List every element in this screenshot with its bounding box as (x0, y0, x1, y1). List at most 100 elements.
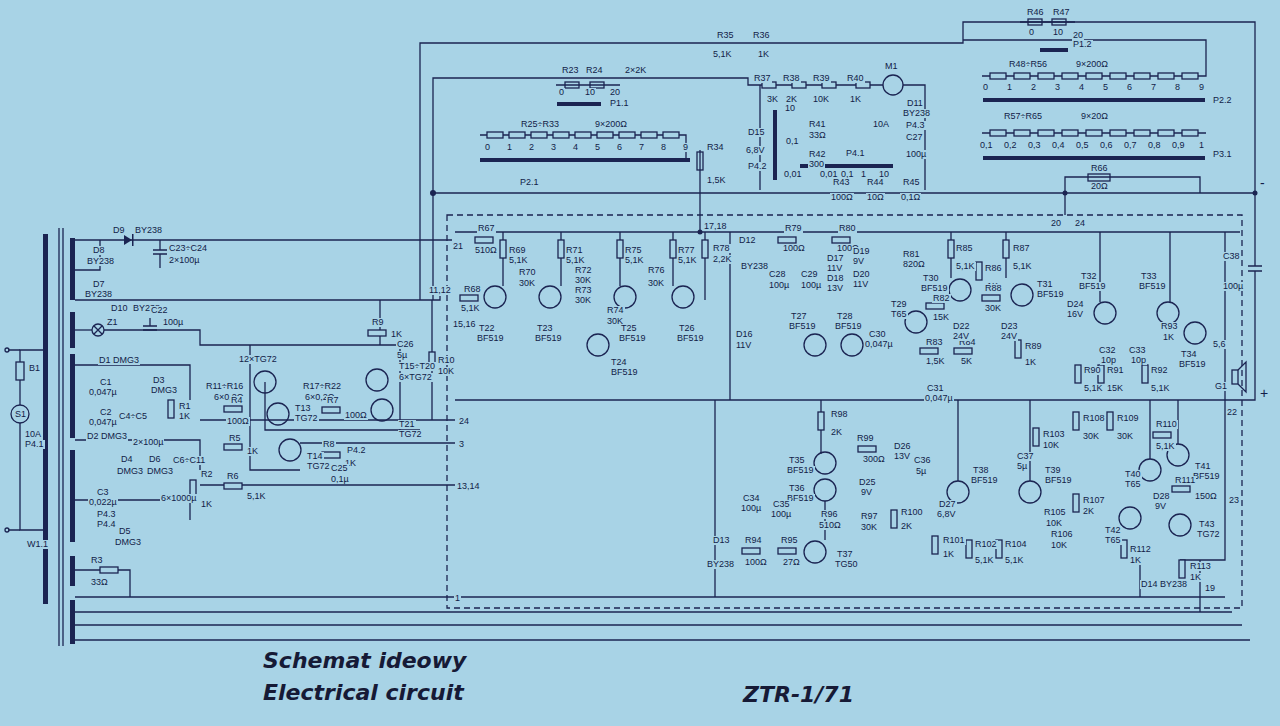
component-label: R36 (752, 31, 771, 40)
component-label: BF519 (970, 476, 999, 485)
component-label: 8 (1174, 83, 1181, 92)
component-label: R93 (1160, 322, 1179, 331)
component-label: 2K (830, 428, 843, 437)
component-label: R112 (1129, 545, 1152, 554)
component-label: 0 (1028, 28, 1035, 37)
component-label: BF519 (476, 334, 505, 343)
component-label: 0,047µ (88, 388, 118, 397)
component-label: 820Ω (902, 260, 926, 269)
component-label: P3.1 (1212, 150, 1233, 159)
component-label: 100µ (800, 281, 822, 290)
component-label: R107 (1082, 496, 1106, 505)
component-label: D22 (952, 322, 971, 331)
component-label: D8 (92, 246, 106, 255)
component-label: R106 (1050, 530, 1074, 539)
component-label: R4 (230, 396, 244, 405)
component-label: R11÷R16 (205, 382, 244, 391)
component-label: 5µ (396, 351, 408, 360)
component-label: D19 (852, 247, 871, 256)
component-label: 6 (616, 143, 623, 152)
component-label: T21 (398, 420, 416, 429)
component-label: 16V (1066, 310, 1084, 319)
component-label: 24 (458, 417, 470, 426)
component-label: 9 (1198, 83, 1205, 92)
component-label: C28 (768, 270, 787, 279)
component-label: D1 (98, 356, 112, 365)
component-label: R83 (925, 338, 944, 347)
component-label: BY238 (86, 257, 115, 266)
component-label: R92 (1150, 366, 1169, 375)
component-label: R34 (706, 143, 725, 152)
component-label: 5 (1102, 83, 1109, 92)
component-label: 6 (1126, 83, 1133, 92)
component-label: R94 (744, 536, 763, 545)
component-label: 20 (609, 88, 621, 97)
component-label: 1,5K (925, 357, 946, 366)
component-label: R43 (832, 178, 851, 187)
component-label: W1.1 (26, 540, 49, 549)
component-label: R72 (574, 266, 593, 275)
component-label: D9 (112, 226, 126, 235)
component-label: 0,3 (1027, 141, 1042, 150)
component-label: T65 (1104, 536, 1122, 545)
component-label: 15K (932, 313, 950, 322)
component-label: BF519 (1178, 360, 1207, 369)
component-label: 5,1K (712, 50, 733, 59)
component-label: 150Ω (1194, 492, 1218, 501)
component-label: 10 (584, 88, 596, 97)
component-label: 33Ω (90, 578, 109, 587)
component-label: TG72 (306, 462, 331, 471)
component-label: 510Ω (474, 246, 498, 255)
component-label: R35 (716, 31, 735, 40)
component-label: 0,7 (1123, 141, 1138, 150)
component-label: 9V (852, 257, 865, 266)
component-label: 30K (1082, 432, 1100, 441)
component-label: 5,1K (677, 256, 698, 265)
component-label: 0 (982, 83, 989, 92)
component-label: T40 (1124, 470, 1142, 479)
component-label: 5,1K (624, 256, 645, 265)
component-label: DMG3 (114, 538, 142, 547)
component-label: DMG3 (100, 432, 128, 441)
component-label: 1 (506, 143, 513, 152)
component-label: R25÷R33 (520, 120, 560, 129)
component-label: 8 (660, 143, 667, 152)
component-label: R3 (90, 556, 104, 565)
component-label: R8 (322, 440, 336, 449)
component-label: 10K (437, 367, 455, 376)
component-label: T37 (836, 550, 854, 559)
component-label: P4.3 (905, 121, 926, 130)
component-label: T15÷T20 (398, 362, 436, 371)
component-label: 0,047µ (88, 418, 118, 427)
component-label: R41 (808, 120, 827, 129)
component-label: DMG3 (150, 386, 178, 395)
component-label: 23 (1228, 496, 1240, 505)
component-label: 0,8 (1147, 141, 1162, 150)
component-label: T22 (478, 324, 496, 333)
component-label: R1 (178, 402, 192, 411)
component-label: 10A (872, 120, 890, 129)
component-label: T28 (836, 312, 854, 321)
component-label: 21 (452, 242, 464, 251)
component-label: 30K (574, 296, 592, 305)
component-label: P4.2 (346, 446, 367, 455)
component-label: 5,1K (955, 262, 976, 271)
component-label: T29 (890, 300, 908, 309)
component-label: R45 (902, 178, 921, 187)
component-label: D25 (858, 478, 877, 487)
component-label: + (1259, 386, 1269, 400)
component-label: G1 (1214, 382, 1228, 391)
component-label: T23 (536, 324, 554, 333)
component-label: T42 (1104, 526, 1122, 535)
component-label: TG50 (834, 560, 859, 569)
component-label: R97 (860, 512, 879, 521)
component-label: T13 (294, 404, 312, 413)
component-label: 3 (550, 143, 557, 152)
component-label: R7 (326, 396, 340, 405)
component-label: R10 (437, 356, 456, 365)
component-label: BY238 (1159, 580, 1188, 589)
component-label: C6÷C11 (172, 456, 206, 465)
component-label: 2×100µ (132, 438, 164, 447)
component-label: 2×100µ (168, 256, 200, 265)
component-label: C35 (772, 500, 791, 509)
